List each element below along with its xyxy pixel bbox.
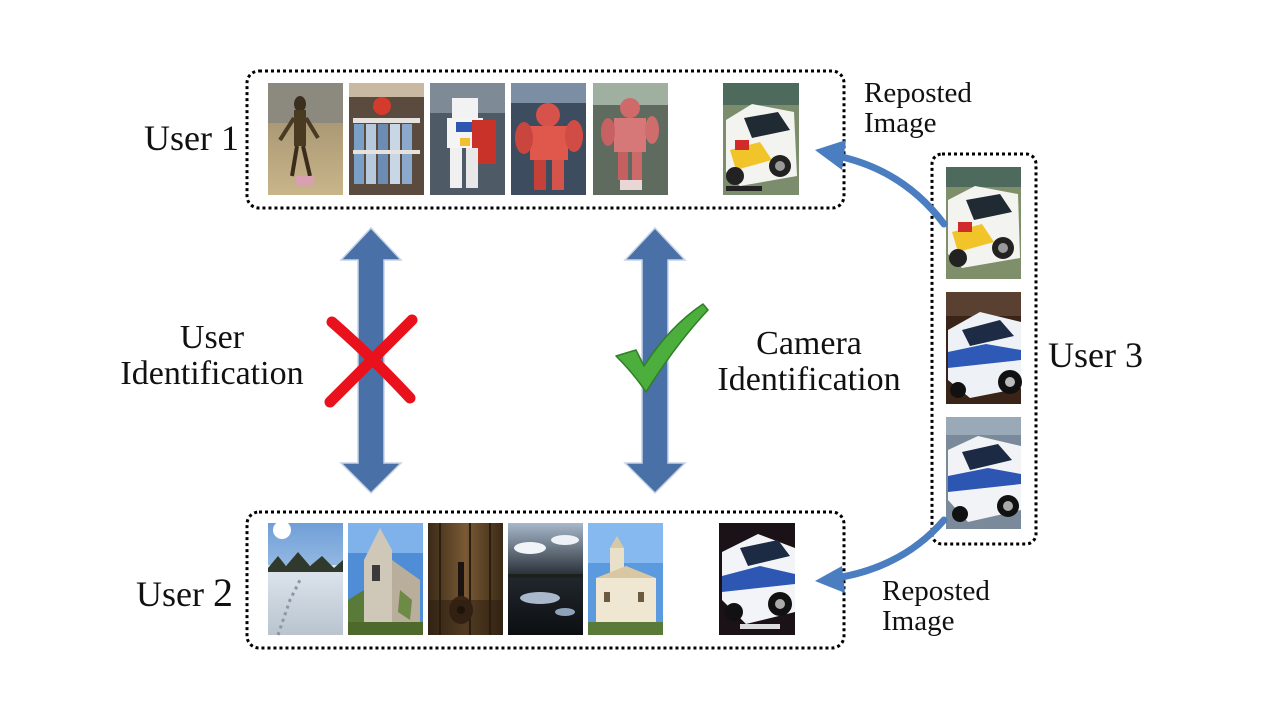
repost-arrow-top	[815, 140, 948, 228]
user1-group-box	[245, 69, 846, 210]
user1-label: User 1	[144, 118, 239, 158]
user-identification-label: User Identification	[112, 320, 312, 391]
user1-photo-1	[268, 83, 343, 195]
user2-photo-1	[268, 521, 343, 636]
user2-label: User 2	[136, 572, 233, 614]
camera-identification-line2: Identification	[717, 360, 901, 398]
camera-identification-label: Camera Identification	[708, 326, 910, 397]
user1-photo-5	[593, 83, 668, 195]
reposted-bottom-line2: Image	[882, 605, 955, 638]
user2-label-prefix: User	[136, 574, 213, 614]
user1-reposted-photo	[723, 83, 799, 195]
user2-photo-5	[588, 523, 663, 635]
user2-photo-3	[428, 523, 503, 635]
check-mark-icon	[615, 303, 709, 393]
user2-photo-4	[508, 523, 583, 635]
reposted-bottom-line1: Reposted	[882, 575, 990, 607]
user1-photo-3	[430, 83, 505, 195]
reposted-image-label-bottom: Reposted Image	[882, 576, 990, 637]
user2-label-number: 2	[212, 570, 233, 615]
user1-photo-2	[349, 83, 424, 195]
reposted-top-line1: Reposted	[864, 77, 972, 109]
user2-group-box	[245, 510, 846, 650]
user-identification-line2: Identification	[120, 354, 304, 392]
reposted-top-line2: Image	[864, 107, 937, 140]
user3-label: User 3	[1048, 335, 1143, 375]
user1-photo-4	[511, 83, 586, 195]
user-identification-line1: User	[179, 319, 245, 356]
user3-group-box	[930, 152, 1038, 546]
cross-mark-icon	[324, 314, 418, 408]
user3-photo-3	[946, 417, 1021, 529]
user3-photo-2	[946, 292, 1022, 404]
user2-photo-2	[348, 523, 423, 635]
user2-reposted-photo	[719, 523, 795, 635]
camera-identification-line1: Camera	[756, 325, 862, 362]
reposted-image-label-top: Reposted Image	[864, 78, 972, 139]
user3-photo-1	[946, 167, 1021, 279]
repost-arrow-bottom	[815, 516, 948, 593]
